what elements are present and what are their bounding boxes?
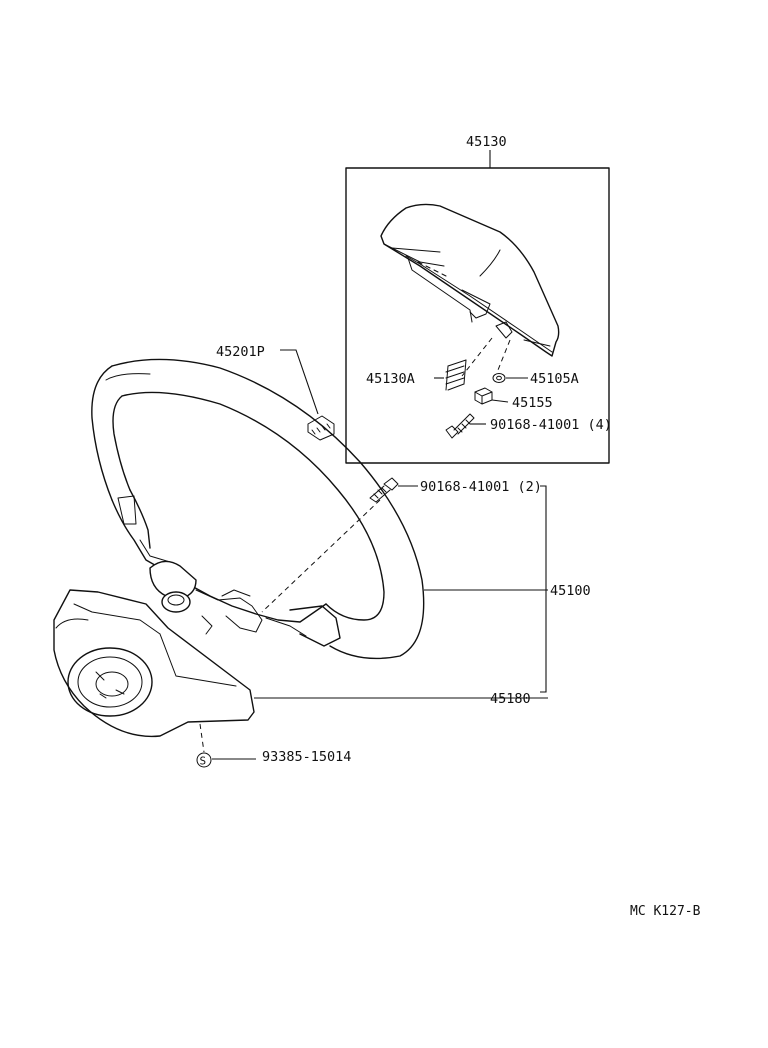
pad-screw-drawing	[445, 413, 475, 439]
clip-group: 45201P	[216, 344, 335, 441]
lower-cover-drawing	[53, 589, 255, 753]
label-45180: 45180	[490, 691, 531, 707]
label-90168-41001-4: 90168-41001 (4)	[490, 417, 612, 433]
label-45100: 45100	[550, 583, 591, 599]
supplied-mark-icon	[196, 752, 212, 768]
group-bracket	[540, 485, 547, 693]
wheel-screw-drawing	[369, 477, 399, 503]
label-93385-15014: 93385-15014	[262, 749, 351, 765]
label-45155: 45155	[512, 395, 553, 411]
horn-pad-drawing	[380, 203, 560, 357]
label-45130: 45130	[466, 134, 507, 150]
pad-assembly-group: 45130	[345, 134, 612, 464]
clip-drawing	[307, 415, 335, 441]
label-90168-41001-2: 90168-41001 (2)	[420, 479, 542, 495]
label-45201P: 45201P	[216, 344, 265, 360]
supplied-mark-label: S	[200, 755, 207, 768]
nut-drawing	[474, 387, 493, 405]
figure-code: MC K127-B	[630, 904, 701, 919]
pad-assembly-frame	[345, 167, 610, 464]
label-45105A: 45105A	[530, 371, 579, 387]
washer-drawing	[492, 373, 506, 383]
steering-wheel-drawing	[91, 358, 425, 660]
label-45130A: 45130A	[366, 371, 415, 387]
spring-drawing	[445, 359, 467, 391]
